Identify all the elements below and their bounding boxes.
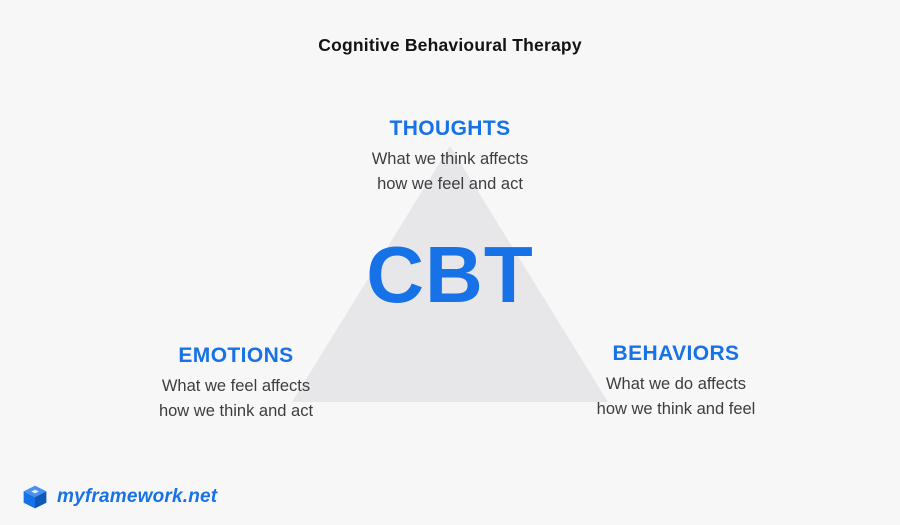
cube-icon bbox=[22, 484, 48, 510]
footer-brand: myframework.net bbox=[22, 484, 217, 510]
node-thoughts-description: What we think affects how we feel and ac… bbox=[300, 147, 600, 197]
node-thoughts: THOUGHTS What we think affects how we fe… bbox=[300, 117, 600, 197]
node-emotions-label: EMOTIONS bbox=[178, 344, 294, 367]
node-behaviors: BEHAVIORS What we do affects how we thin… bbox=[526, 342, 826, 422]
node-emotions-desc-line2: how we think and act bbox=[158, 402, 314, 420]
page-title: Cognitive Behavioural Therapy bbox=[318, 35, 582, 55]
node-emotions-description: What we feel affects how we think and ac… bbox=[86, 374, 386, 424]
node-thoughts-label: THOUGHTS bbox=[389, 117, 511, 140]
node-thoughts-desc-line1: What we think affects bbox=[371, 150, 529, 168]
node-behaviors-desc-line2: how we think and feel bbox=[596, 400, 756, 418]
node-behaviors-description: What we do affects how we think and feel bbox=[526, 372, 826, 422]
node-emotions-desc-line1: What we feel affects bbox=[161, 377, 311, 395]
node-behaviors-label: BEHAVIORS bbox=[612, 342, 740, 365]
cbt-center-label: CBT bbox=[366, 230, 534, 319]
brand-text: myframework.net bbox=[57, 486, 218, 507]
node-emotions: EMOTIONS What we feel affects how we thi… bbox=[86, 344, 386, 424]
node-thoughts-desc-line2: how we feel and act bbox=[377, 175, 523, 193]
node-behaviors-desc-line1: What we do affects bbox=[605, 375, 747, 393]
